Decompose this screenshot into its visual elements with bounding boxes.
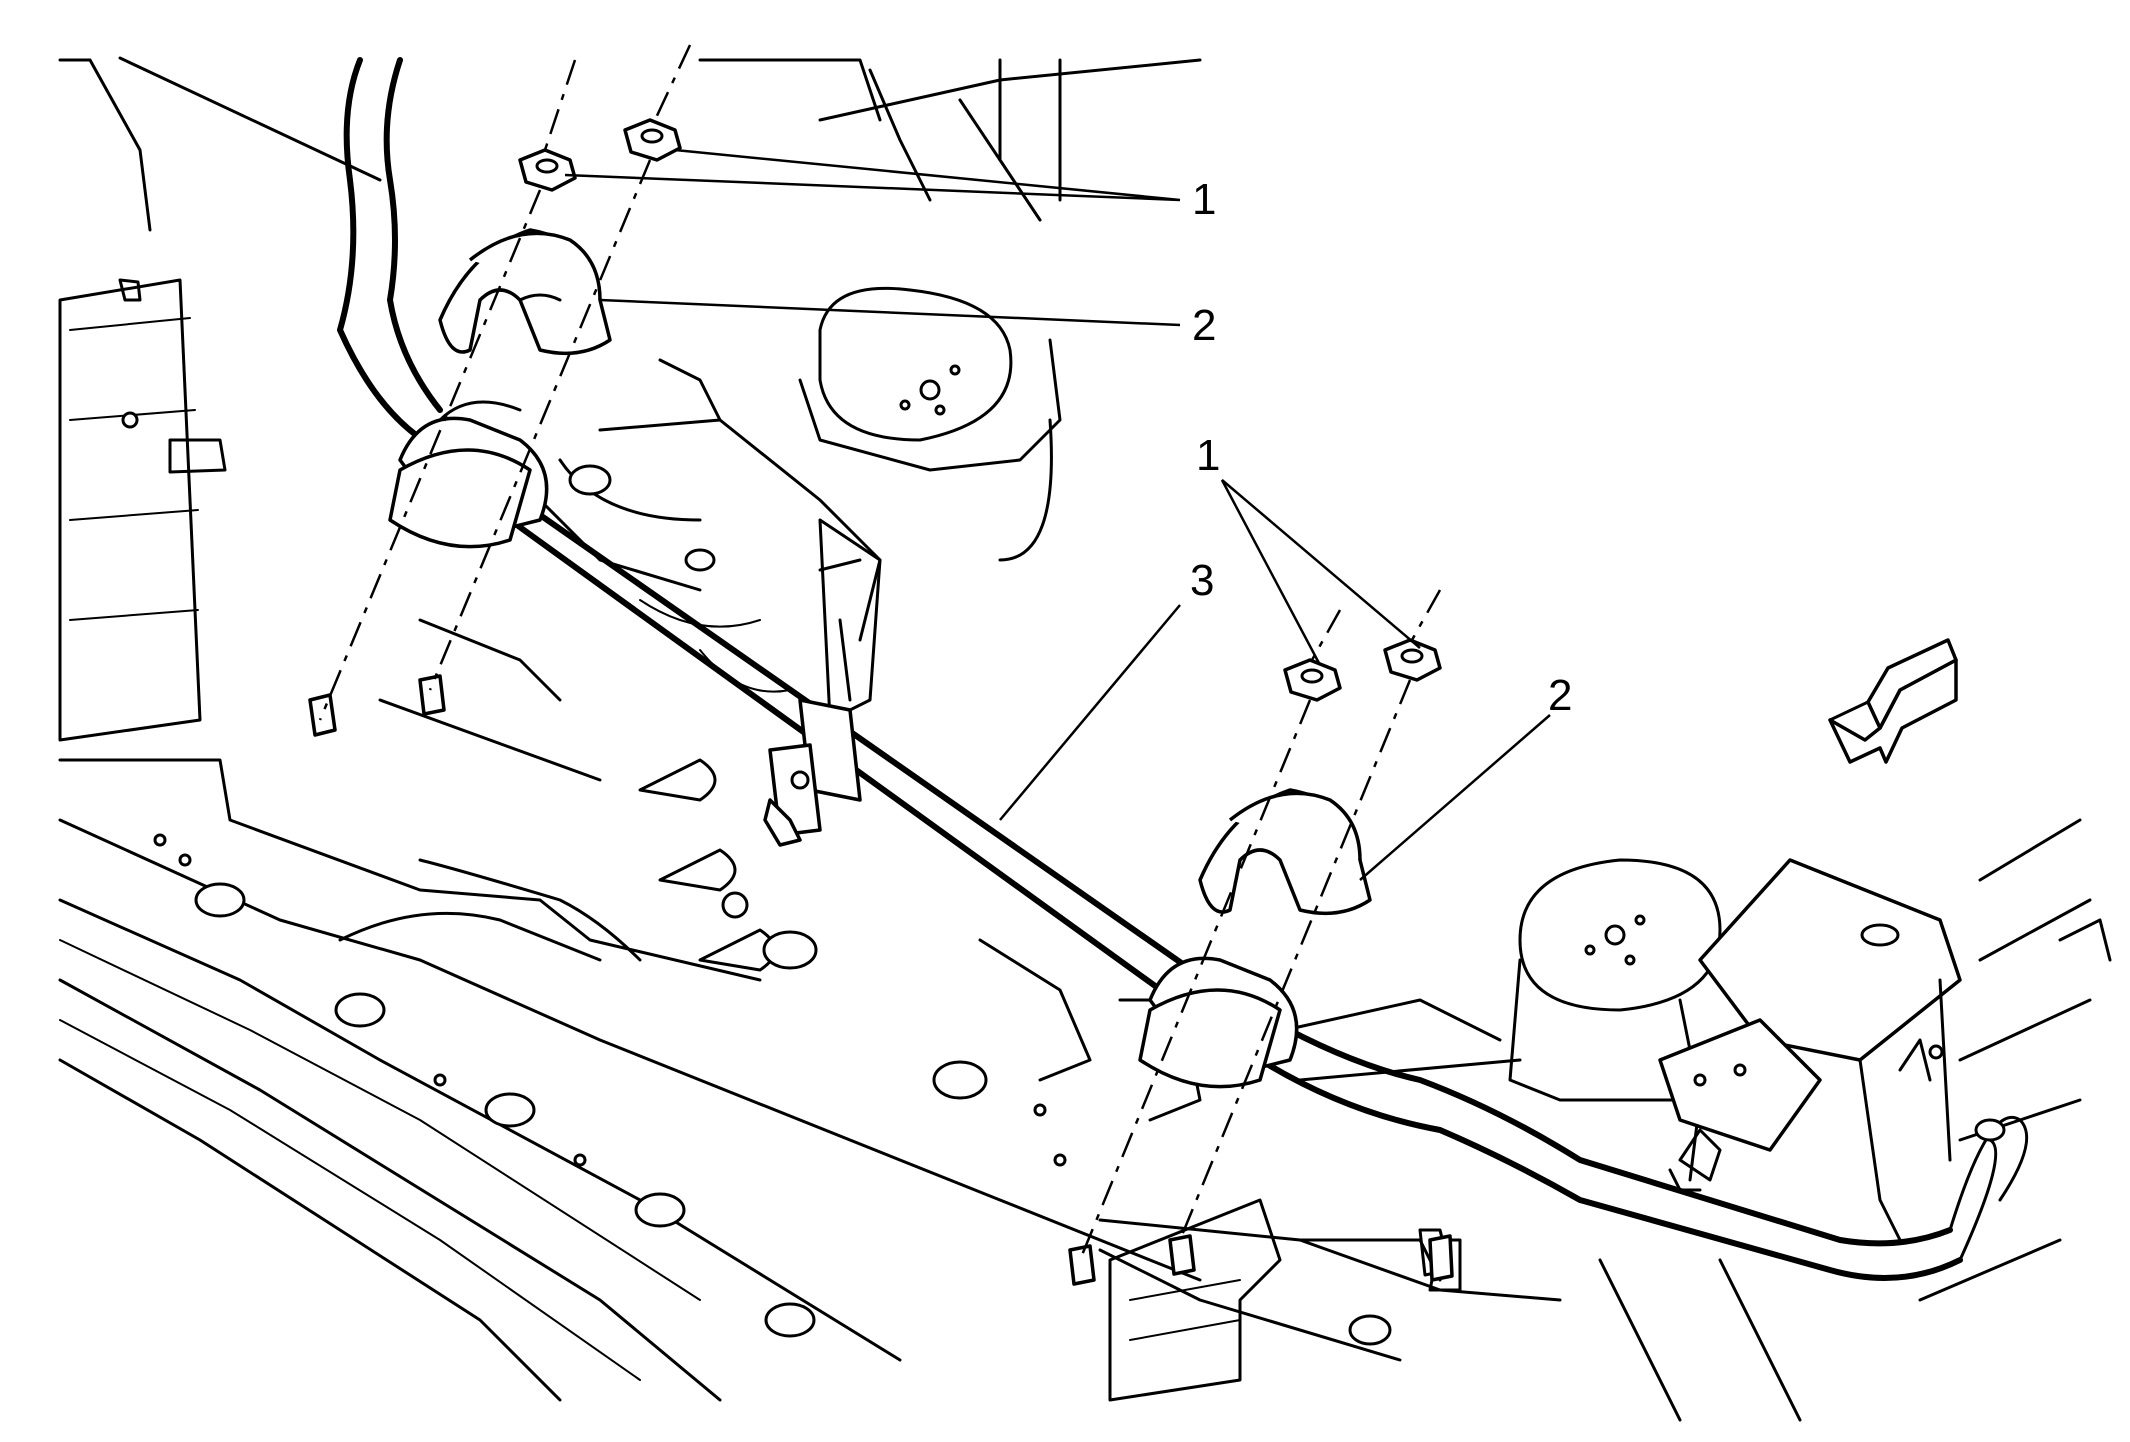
upper-strut-tower xyxy=(798,286,1062,562)
studs xyxy=(308,674,1454,1286)
nut-upper-left xyxy=(518,148,577,192)
callout-1-lower: 1 xyxy=(1196,431,1220,480)
callout-labels: 1 2 1 3 2 xyxy=(1190,175,1572,720)
left-clamp xyxy=(438,228,612,356)
callout-2-upper: 2 xyxy=(1192,301,1216,350)
lower-strut-tower xyxy=(1508,858,1722,1182)
nut-upper-right xyxy=(623,118,682,162)
nut-lower-right xyxy=(1383,638,1442,682)
left-bushing xyxy=(388,400,549,549)
chassis-background xyxy=(58,56,2112,1422)
right-clamp xyxy=(1198,788,1372,916)
install-centerlines xyxy=(318,44,1442,1261)
stabilizer-bar xyxy=(337,57,2029,1281)
callout-leaders xyxy=(564,148,1551,881)
callout-1-upper: 1 xyxy=(1192,175,1216,224)
right-bushing xyxy=(1138,956,1299,1089)
mounting-bracket xyxy=(1658,858,1962,1242)
nut-lower-left xyxy=(1283,658,1342,702)
front-direction-arrow-icon xyxy=(1828,638,1958,764)
nuts xyxy=(518,118,1442,702)
callout-3: 3 xyxy=(1190,556,1214,605)
callout-2-lower: 2 xyxy=(1548,671,1572,720)
